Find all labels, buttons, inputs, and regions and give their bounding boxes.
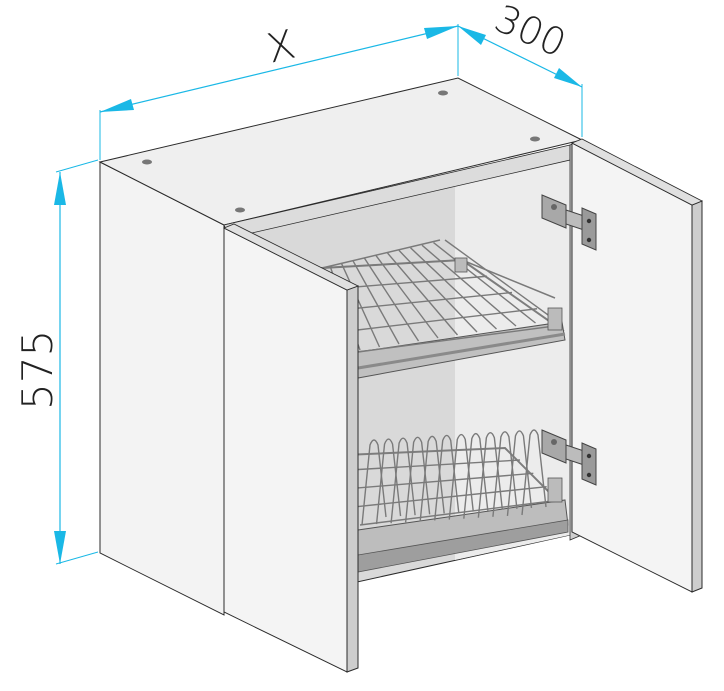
lower-rack-crossbar [356,485,547,508]
lower-rack-plate-wire [361,439,387,526]
height-extension-bottom [55,551,99,565]
depth-arrow-left [458,26,486,45]
lower-rack-plate-wire [492,431,518,517]
upper-rack-wire [340,263,381,348]
upper-rack-crossbar [357,324,563,353]
upper-rack-wire [444,239,556,321]
cabinet-left-side [99,161,225,616]
upper-rack-wire [433,242,536,324]
screw-hole-4 [530,136,540,142]
lower-rack-plate-wire [521,429,547,516]
width-label: X [263,22,300,73]
door-right-face [571,142,693,593]
door-left [223,223,360,673]
lower-rack-plate-wire [375,438,402,525]
width-arrow-left [100,99,134,112]
depth-arrow-right [554,68,582,87]
height-label: 575 [13,330,62,410]
height-extension-top [55,159,99,173]
lower-rack-plate-wire [463,432,489,519]
screw-hole-2 [235,207,245,213]
depth-label: 300 [488,0,572,66]
dimension-lines [54,24,583,565]
lower-rack-plate-wire [448,433,474,520]
width-arrow-right [424,26,458,39]
upper-rack-wire [386,252,459,336]
door-right-top-edge [571,138,703,206]
upper-rack-wire [375,255,439,339]
lower-rack-plate-wire [404,436,431,523]
lower-rack-plate-wire [477,432,504,518]
lower-rack-plate-wire [434,434,460,521]
upper-rack-crossbar [348,308,538,332]
door-left-face [223,227,348,673]
screw-hole-1 [142,159,152,165]
door-left-top-edge [223,223,360,291]
door-left-edge [346,285,359,673]
height-arrow-top [54,172,66,205]
lower-rack-plate-wire [390,437,416,524]
lower-rack-crossbar [359,499,561,526]
upper-rack-wire [398,249,478,333]
door-right [571,138,703,593]
width-dimension-line [99,25,459,113]
lower-rack-plate-wire [419,435,445,522]
lower-rack-crossbar [353,472,534,490]
upper-rack-wire [363,257,420,342]
lower-rack-plate-wire [506,430,533,516]
upper-rack-crossbar [339,291,513,311]
screw-hole-3 [438,90,448,96]
hinge-lower [541,429,597,486]
height-arrow-bottom [54,531,66,564]
door-right-edge [691,200,703,593]
upper-rack-crossbar [321,259,463,269]
hinge-upper [541,194,597,251]
upper-rack-wire [352,260,400,345]
lower-rack-crossbar [349,459,521,471]
dish-rack-lower [343,429,569,573]
